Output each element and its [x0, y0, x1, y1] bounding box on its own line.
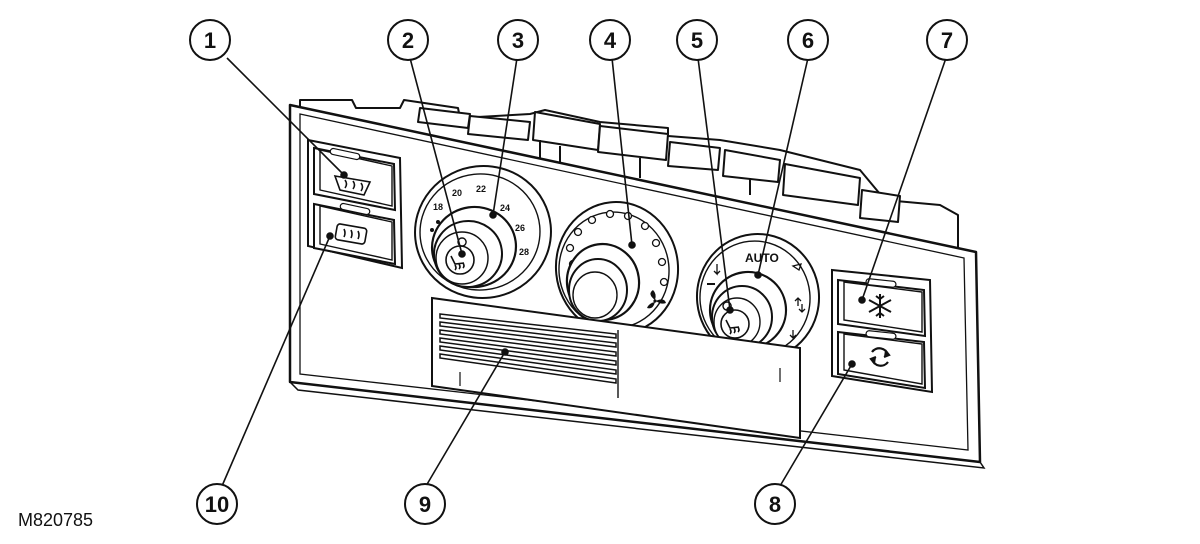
front-defrost-button[interactable]	[313, 146, 397, 212]
callout-1: 1	[189, 19, 231, 61]
callout-9: 9	[404, 483, 446, 525]
temp-mark-24: 24	[500, 203, 510, 213]
rear-defrost-button[interactable]	[313, 202, 397, 266]
callout-7-number: 7	[941, 28, 953, 53]
leader-lines	[221, 57, 947, 487]
callout-9-number: 9	[419, 492, 431, 517]
callout-8-number: 8	[769, 492, 781, 517]
callout-10: 10	[196, 483, 238, 525]
fan-icon	[647, 290, 666, 309]
callout-1-number: 1	[204, 28, 216, 53]
callout-5: 5	[676, 19, 718, 61]
callout-6: 6	[787, 19, 829, 61]
front-windscreen-defrost-icon	[333, 174, 372, 196]
callout-4: 4	[589, 19, 631, 61]
temp-mark-22: 22	[476, 184, 486, 194]
fan-knob[interactable]	[562, 239, 644, 324]
callout-6-number: 6	[802, 28, 814, 53]
callout-10-number: 10	[205, 492, 229, 517]
callout-2: 2	[387, 19, 429, 61]
callout-4-number: 4	[604, 28, 617, 53]
temp-mark-20: 20	[452, 188, 462, 198]
callout-7: 7	[926, 19, 968, 61]
sensor-grille	[439, 313, 617, 384]
temp-mark-18: 18	[433, 202, 443, 212]
air-distribution-icons	[707, 263, 806, 340]
snowflake-icon	[868, 294, 892, 318]
callout-5-number: 5	[691, 28, 703, 53]
callout-2-number: 2	[402, 28, 414, 53]
temp-mark-28: 28	[519, 247, 529, 257]
callout-3-number: 3	[512, 28, 524, 53]
heated-seat-button-right[interactable]	[720, 301, 750, 339]
callout-3: 3	[497, 19, 539, 61]
recirculation-icon	[869, 347, 891, 367]
ac-button[interactable]	[837, 278, 927, 338]
temperature-scale: 18 20 22 24 26 28	[430, 184, 529, 257]
callout-8: 8	[754, 483, 796, 525]
heated-seat-icon	[450, 255, 465, 271]
figure-reference-code: M820785	[18, 510, 94, 530]
rear-window-defrost-icon	[334, 223, 368, 245]
temp-mark-26: 26	[515, 223, 525, 233]
recirculation-button[interactable]	[837, 330, 927, 390]
heated-seat-icon	[725, 319, 740, 335]
